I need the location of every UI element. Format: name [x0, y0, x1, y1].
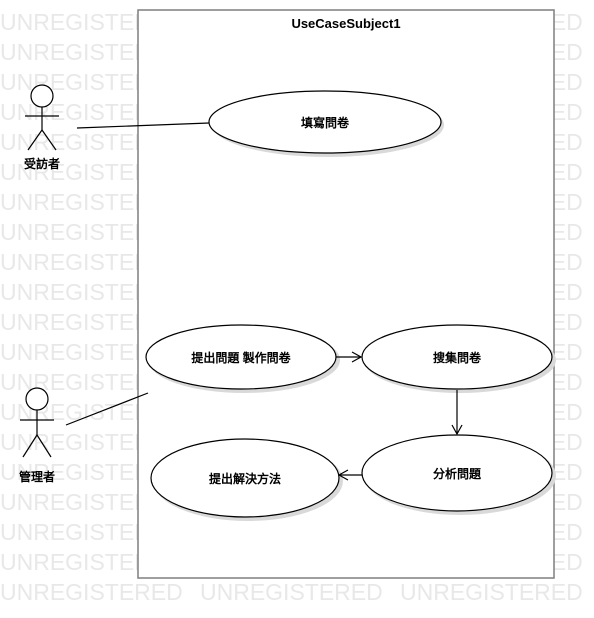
actor-label: 管理者	[19, 469, 55, 484]
association-manager-system[interactable]	[65, 392, 149, 426]
watermark-text: UNREGISTERED	[0, 579, 183, 605]
use-case-label: 搜集問卷	[433, 350, 482, 365]
actor-head	[25, 387, 49, 411]
use-case-make[interactable]: 提出問題 製作問卷	[145, 324, 340, 393]
use-case-fill[interactable]: 填寫問卷	[208, 90, 444, 157]
association-respondent-fill[interactable]	[76, 122, 210, 129]
actor-respondent[interactable]: 受訪者	[24, 84, 60, 171]
use-case-analyze[interactable]: 分析問題	[361, 434, 556, 515]
actor-manager[interactable]: 管理者	[19, 387, 55, 484]
use-case-solve[interactable]: 提出解決方法	[150, 438, 343, 521]
actor-head	[30, 84, 54, 108]
use-case-label: 提出解決方法	[209, 471, 281, 486]
watermark-text: UNREGISTERED	[400, 579, 583, 605]
use-case-collect[interactable]: 搜集問卷	[361, 324, 556, 393]
use-case-label: 提出問題 製作問卷	[191, 350, 291, 365]
system-title: UseCaseSubject1	[291, 16, 400, 31]
actor-label: 受訪者	[24, 156, 60, 171]
use-case-label: 分析問題	[433, 466, 482, 481]
use-case-label: 填寫問卷	[301, 115, 350, 130]
watermark-text: UNREGISTERED	[200, 579, 383, 605]
